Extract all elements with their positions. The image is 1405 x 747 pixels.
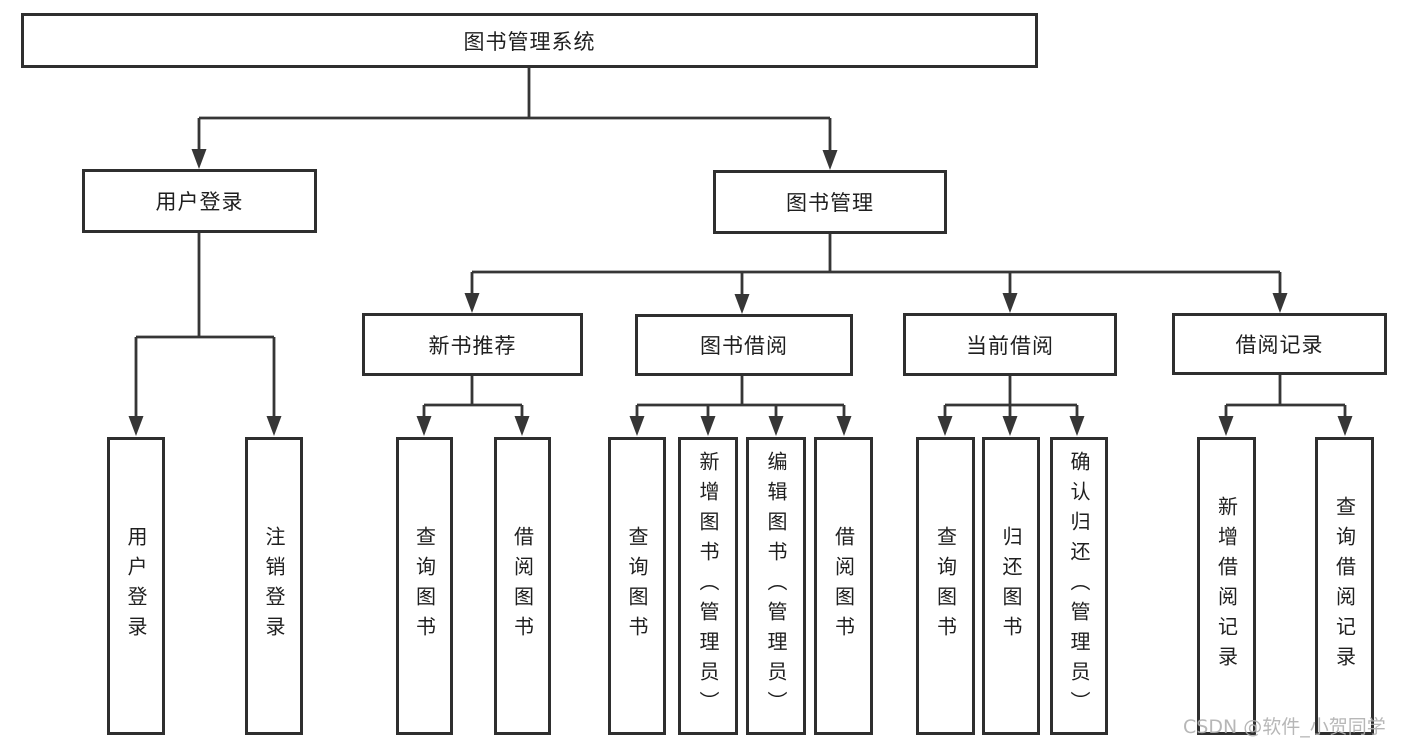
leaf-borrow-books: 借阅图书 xyxy=(814,437,873,735)
node-label: 图书借阅 xyxy=(700,334,788,358)
node-new-book-recommend: 新书推荐 xyxy=(362,313,583,376)
leaf-query-books-current: 查询图书 xyxy=(916,437,975,735)
node-library-management-system: 图书管理系统 xyxy=(21,13,1038,68)
node-book-management: 图书管理 xyxy=(713,170,947,234)
node-label: 新增图书（管理员） xyxy=(696,451,720,721)
leaf-add-books-admin: 新增图书（管理员） xyxy=(678,437,738,735)
leaf-query-books-recommend: 查询图书 xyxy=(396,437,453,735)
leaf-confirm-return-admin: 确认归还（管理员） xyxy=(1050,437,1108,735)
node-current-borrowing: 当前借阅 xyxy=(903,313,1117,376)
node-book-borrowing: 图书借阅 xyxy=(635,314,853,376)
node-label: 查询图书 xyxy=(412,526,437,646)
leaf-query-borrow-record: 查询借阅记录 xyxy=(1315,437,1374,735)
node-label: 注销登录 xyxy=(262,526,286,646)
node-label: 图书管理系统 xyxy=(463,29,596,54)
node-label: 查询图书 xyxy=(933,526,958,646)
leaf-add-borrow-record: 新增借阅记录 xyxy=(1197,437,1256,735)
node-label: 当前借阅 xyxy=(966,333,1054,358)
node-label: 图书管理 xyxy=(786,191,874,215)
node-label: 借阅记录 xyxy=(1235,333,1324,357)
leaf-query-books-borrowing: 查询图书 xyxy=(608,437,666,735)
node-user-login: 用户登录 xyxy=(82,169,317,233)
node-label: 归还图书 xyxy=(999,526,1023,646)
node-label: 确认归还（管理员） xyxy=(1067,451,1091,721)
leaf-user-login: 用户登录 xyxy=(107,437,165,735)
node-label: 借阅图书 xyxy=(510,526,535,646)
node-label: 借阅图书 xyxy=(831,526,856,646)
leaf-logout: 注销登录 xyxy=(245,437,303,735)
node-label: 用户登录 xyxy=(124,526,148,646)
leaf-edit-books-admin: 编辑图书（管理员） xyxy=(746,437,806,735)
node-label: 用户登录 xyxy=(155,190,244,214)
node-label: 编辑图书（管理员） xyxy=(764,451,788,721)
node-label: 新书推荐 xyxy=(428,333,517,358)
leaf-return-books: 归还图书 xyxy=(982,437,1040,735)
leaf-borrow-books-recommend: 借阅图书 xyxy=(494,437,551,735)
node-label: 查询借阅记录 xyxy=(1332,496,1357,676)
node-borrowing-records: 借阅记录 xyxy=(1172,313,1387,375)
node-label: 新增借阅记录 xyxy=(1214,496,1239,676)
node-label: 查询图书 xyxy=(625,526,649,646)
watermark: CSDN @软件_小贺同学 xyxy=(1183,716,1386,738)
